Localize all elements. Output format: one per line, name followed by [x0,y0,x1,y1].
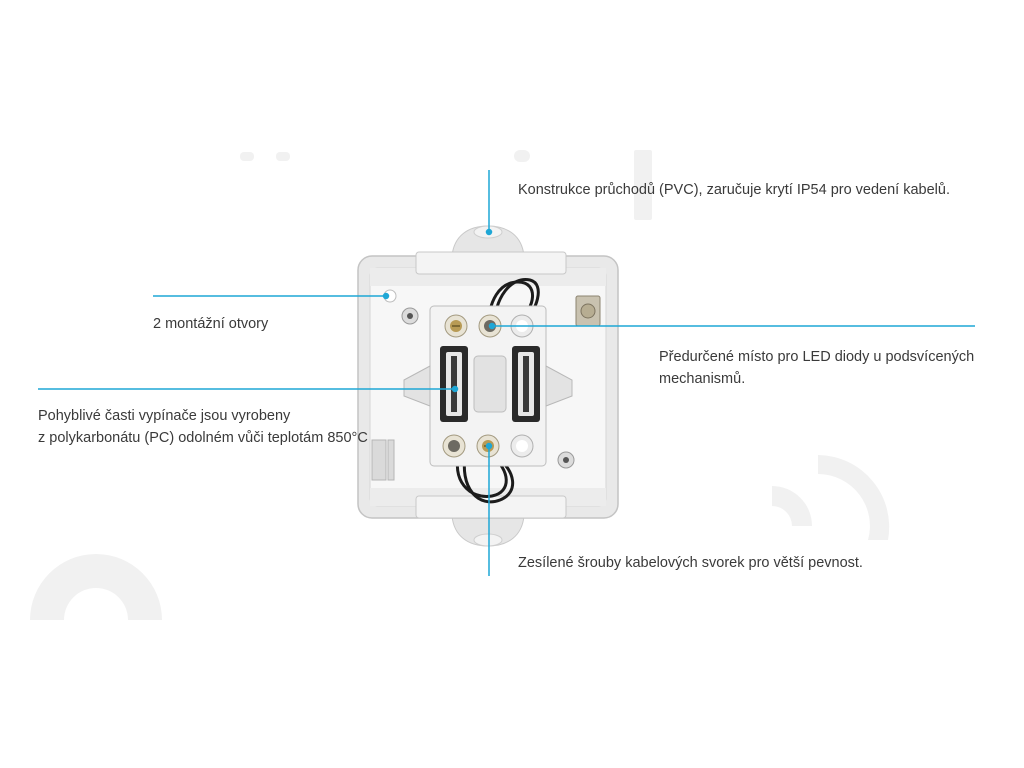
callout-text-line-2: mechanismů. [659,371,746,387]
terminal-screw-top-left [444,314,468,338]
switch-contacts [440,346,540,422]
callout-text-line-1: Pohyblivé časti vypínače jsou vyrobeny [38,408,291,424]
bottom-cable-gland [451,515,525,547]
callout-text: 2 montážní otvory [153,316,269,332]
mounting-hole-bottom [557,451,575,469]
switch-box [357,225,619,547]
callout-led-place: Předurčené místo pro LED diody u podsvíc… [659,346,974,390]
callout-terminal-screws: Zesílené šrouby kabelových svorek pro vě… [518,552,863,574]
callout-mounting-holes: 2 montážní otvory [153,313,268,335]
background-decorations [30,150,890,620]
callout-text: Zesílené šrouby kabelových svorek pro vě… [518,555,863,571]
callout-text: Konstrukce průchodů (PVC), zaručuje kryt… [518,182,950,198]
callout-moving-parts: Pohyblivé časti vypínače jsou vyrobeny z… [38,405,368,449]
callout-text-line-1: Předurčené místo pro LED diody u podsvíc… [659,349,975,365]
terminal-hole-bottom-right [510,434,534,458]
callout-cable-glands: Konstrukce průchodů (PVC), zaručuje kryt… [518,179,950,201]
terminal-screw-bottom-left [442,434,466,458]
callout-text-line-2: z polykarbonátu (PC) odolném vůči teplot… [38,430,368,446]
callout-lines [38,170,975,576]
